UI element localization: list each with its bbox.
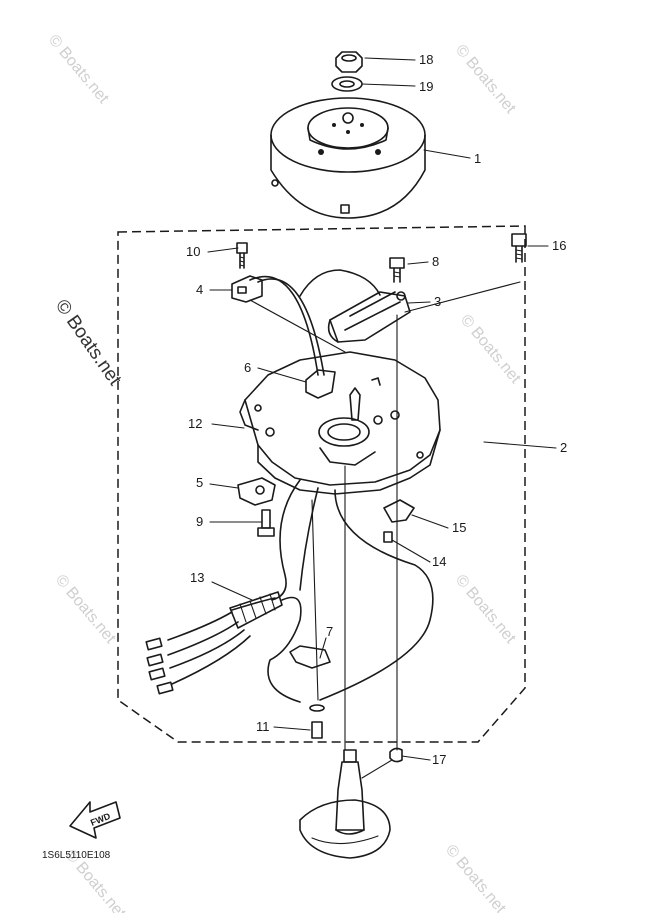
callout-10: 10 xyxy=(186,244,200,259)
screw-14 xyxy=(383,531,393,543)
screw-11 xyxy=(309,704,325,739)
callout-6: 6 xyxy=(244,360,251,375)
watermarks: © Boats.net © Boats.net © Boats.net © Bo… xyxy=(45,32,524,913)
watermark-text-large: © Boats.net xyxy=(51,296,126,390)
leader-lines xyxy=(207,57,557,779)
callout-5: 5 xyxy=(196,475,203,490)
callout-8: 8 xyxy=(432,254,439,269)
screw-pulser xyxy=(389,257,405,283)
watermark-text: © Boats.net xyxy=(457,312,524,388)
stator-assembly-outline xyxy=(117,225,526,743)
crankshaft xyxy=(299,749,391,859)
forward-direction-arrow: FWD xyxy=(69,801,121,839)
callout-1: 1 xyxy=(474,151,481,166)
callout-13: 13 xyxy=(190,570,204,585)
watermark-text: © Boats.net xyxy=(452,42,519,118)
callout-14: 14 xyxy=(432,554,446,569)
wire-clamp-lower xyxy=(237,477,276,506)
callout-9: 9 xyxy=(196,514,203,529)
callout-16: 16 xyxy=(552,238,566,253)
watermark-text: © Boats.net xyxy=(452,572,519,648)
wire-clamp-upper xyxy=(231,275,263,303)
callout-2: 2 xyxy=(560,440,567,455)
stator-wires xyxy=(249,269,381,376)
callout-numbers: 18 19 1 10 8 16 4 3 6 12 2 5 9 15 14 13 … xyxy=(186,52,567,767)
watermark-text: © Boats.net xyxy=(442,842,509,913)
wire-grommet xyxy=(305,369,336,399)
wire-harness xyxy=(145,479,434,703)
bolt-16 xyxy=(511,233,527,263)
pulser-coil xyxy=(327,291,411,343)
callout-4: 4 xyxy=(196,282,203,297)
wire-clamp-15 xyxy=(383,499,415,523)
callout-11: 11 xyxy=(256,719,270,734)
callout-17: 17 xyxy=(432,752,446,767)
stator-base xyxy=(239,351,441,495)
lead-wire-clamp xyxy=(289,645,331,669)
callout-12: 12 xyxy=(188,416,202,431)
screw-9 xyxy=(257,509,275,537)
flywheel-nut xyxy=(335,51,363,73)
screw-top-left xyxy=(236,242,248,269)
watermark-text: © Boats.net xyxy=(45,32,112,108)
callout-19: 19 xyxy=(419,79,433,94)
callout-15: 15 xyxy=(452,520,466,535)
diagram-code: 1S6L5110E108 xyxy=(42,850,111,861)
flywheel-washer xyxy=(331,76,363,92)
watermark-text: © Boats.net xyxy=(52,572,119,648)
flywheel xyxy=(270,97,426,219)
callout-7: 7 xyxy=(326,624,333,639)
callout-18: 18 xyxy=(419,52,433,67)
callout-3: 3 xyxy=(434,294,441,309)
